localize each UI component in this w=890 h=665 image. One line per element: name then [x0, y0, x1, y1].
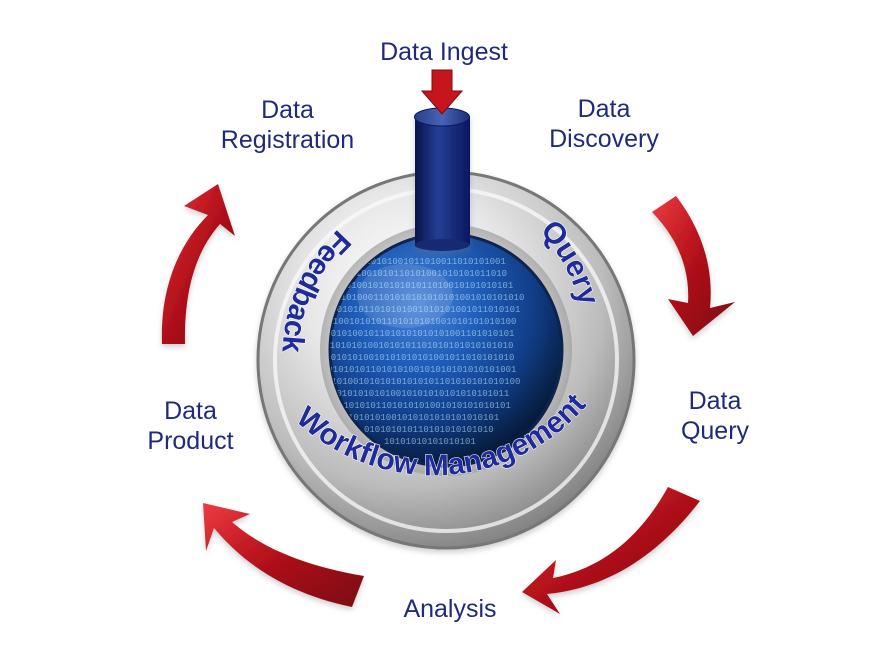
label-data-registration: Data Registration	[205, 95, 370, 155]
label-data-discovery-line-2: Discovery	[549, 125, 659, 153]
label-data-product: Data Product	[128, 396, 253, 456]
label-data-ingest: Data Ingest	[369, 37, 519, 67]
svg-text:101010101010010101010101010101: 101010101010010101010101010101011	[331, 389, 509, 399]
label-data-query-line-1: Data	[688, 387, 742, 415]
svg-text:10101010101010101: 10101010101010101	[384, 437, 476, 447]
label-data-ingest-text: Data Ingest	[380, 38, 508, 66]
svg-text:101010101101010100101010101010: 101010101101010100101010101010101001	[322, 365, 516, 375]
label-data-product-line-1: Data	[164, 397, 217, 425]
svg-text:010101001011010101010101001101: 010101001011010101010101001101010101	[320, 329, 514, 339]
svg-text:010101010010101010101001011010: 010101010010101010101001011010101010	[320, 353, 514, 363]
red-cycle-arrows	[161, 184, 735, 614]
label-data-query-line-2: Query	[680, 417, 750, 445]
svg-text:101010101001010101101010101010: 101010101001010101101010101010101010	[319, 341, 513, 351]
red-curved-arrow-discovery	[652, 196, 735, 336]
label-data-product-line-2: Product	[147, 427, 234, 455]
svg-text:010101011010101010010101010101: 01010101101010101001010101010101	[338, 401, 511, 411]
svg-text:101001010110101001010101011010: 101001010110101001010101011010	[345, 269, 507, 279]
svg-text:010101010110101010101010: 010101010110101010101010	[364, 425, 494, 435]
label-data-registration-line-1: Data	[261, 96, 314, 124]
label-data-discovery-line-1: Data	[577, 95, 631, 123]
label-analysis-text: Analysis	[403, 595, 497, 623]
svg-text:010101001011010011010101001: 010101001011010011010101001	[360, 257, 506, 267]
label-data-query: Data Query	[660, 386, 770, 446]
label-data-registration-line-2: Registration	[220, 126, 355, 154]
red-curved-arrow-registration	[161, 184, 235, 344]
svg-text:010100101010101010101101010101: 010100101010101010101101010101010100	[326, 377, 520, 387]
label-analysis: Analysis	[385, 594, 515, 624]
svg-text:010100101010101011010010101010: 010100101010101011010010101010101	[335, 281, 513, 291]
binary-data-sphere-icon: 010101001011010011010101001 101001010110…	[319, 232, 564, 468]
red-curved-arrow-query	[522, 487, 700, 614]
red-down-arrow-icon	[420, 69, 464, 115]
svg-text:010101011010101001010101001011: 010101011010101001010101001011010101	[326, 305, 520, 315]
label-data-discovery: Data Discovery	[530, 94, 678, 154]
data-ingest-pipe	[414, 107, 470, 251]
svg-text:101010001101010101010101001010: 101010001101010101010101001010101010	[330, 293, 524, 303]
svg-text:1010101001010101010101010101: 1010101001010101010101010101	[348, 413, 499, 423]
svg-text:101001010101101010101001010101: 101001010101101010101001010101010100	[322, 317, 516, 327]
red-curved-arrow-analysis	[203, 503, 364, 607]
